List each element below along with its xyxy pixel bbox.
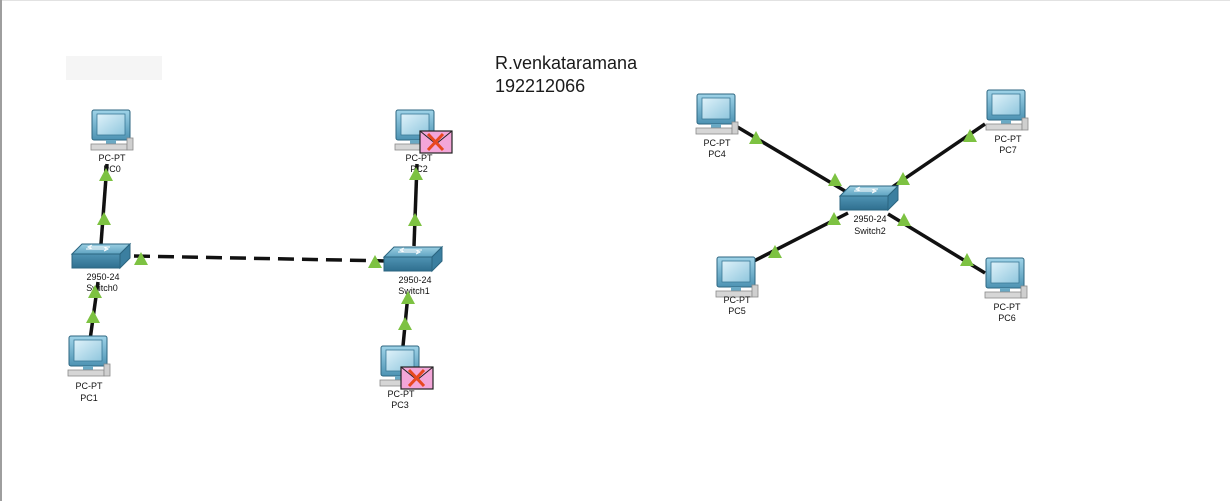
port-up-icon — [749, 131, 763, 144]
device-pc2[interactable]: PC-PT PC2 — [394, 109, 454, 174]
device-pc0[interactable]: PC-PT PC0 — [90, 109, 134, 174]
faded-note — [66, 56, 162, 80]
pc0-model: PC-PT — [99, 153, 127, 163]
port-up-icon — [86, 310, 100, 323]
port-up-icon — [398, 317, 412, 330]
pc1-model: PC-PT — [76, 381, 104, 391]
device-switch0[interactable]: 2950-24 Switch0 — [71, 243, 131, 293]
pc4-name: PC4 — [708, 149, 726, 159]
switch0-name: Switch0 — [86, 283, 118, 293]
device-pc4[interactable]: PC-PT PC4 — [695, 93, 739, 159]
port-indicators — [86, 129, 977, 330]
pdu-fail-icon — [399, 365, 435, 391]
switch1-name: Switch1 — [398, 286, 430, 296]
pc2-model: PC-PT — [406, 153, 434, 163]
pdu-fail-icon — [418, 129, 454, 155]
switch2-name: Switch2 — [854, 226, 886, 236]
switch2-model: 2950-24 — [853, 214, 886, 224]
pc-icon — [90, 109, 134, 151]
switch-icon — [71, 243, 131, 269]
pc-icon — [984, 257, 1028, 299]
device-pc5[interactable]: PC-PT PC5 — [715, 256, 759, 316]
pc-icon — [695, 93, 739, 135]
switch-icon — [383, 246, 443, 272]
pc5-name: PC5 — [728, 306, 746, 316]
device-pc3[interactable]: PC-PT PC3 — [379, 345, 435, 410]
port-up-icon — [97, 212, 111, 225]
pc-icon — [67, 335, 111, 377]
pc6-model: PC-PT — [994, 302, 1022, 312]
switch0-model: 2950-24 — [86, 272, 119, 282]
pc7-model: PC-PT — [995, 134, 1023, 144]
switch-icon — [839, 185, 899, 211]
device-pc7[interactable]: PC-PT PC7 — [985, 89, 1029, 155]
device-pc1[interactable]: PC-PT PC1 — [67, 335, 111, 403]
device-switch1[interactable]: 2950-24 Switch1 — [383, 246, 443, 296]
window-left-border — [0, 0, 2, 501]
pc7-name: PC7 — [999, 145, 1017, 155]
link-switch0-switch1 — [133, 254, 391, 263]
author-note: R.venkataramana 192212066 — [495, 52, 637, 98]
pc3-name: PC3 — [391, 400, 409, 410]
window-top-border — [0, 0, 1230, 1]
pc-icon — [985, 89, 1029, 131]
port-up-icon — [828, 173, 842, 186]
pc6-name: PC6 — [998, 313, 1016, 323]
author-id: 192212066 — [495, 76, 586, 96]
pc3-model: PC-PT — [388, 389, 416, 399]
port-up-icon — [134, 252, 148, 265]
port-up-icon — [408, 213, 422, 226]
pc1-name: PC1 — [80, 393, 98, 403]
pc4-model: PC-PT — [704, 138, 732, 148]
pc0-name: PC0 — [103, 164, 121, 174]
links — [88, 122, 986, 347]
pc5-model: PC-PT — [724, 295, 752, 305]
author-name: R.venkataramana — [495, 53, 638, 73]
pc-icon — [715, 256, 759, 298]
pc2-name: PC2 — [410, 164, 428, 174]
switch1-model: 2950-24 — [398, 275, 431, 285]
device-pc6[interactable]: PC-PT PC6 — [984, 257, 1028, 323]
device-switch2[interactable]: 2950-24 Switch2 — [839, 185, 899, 236]
